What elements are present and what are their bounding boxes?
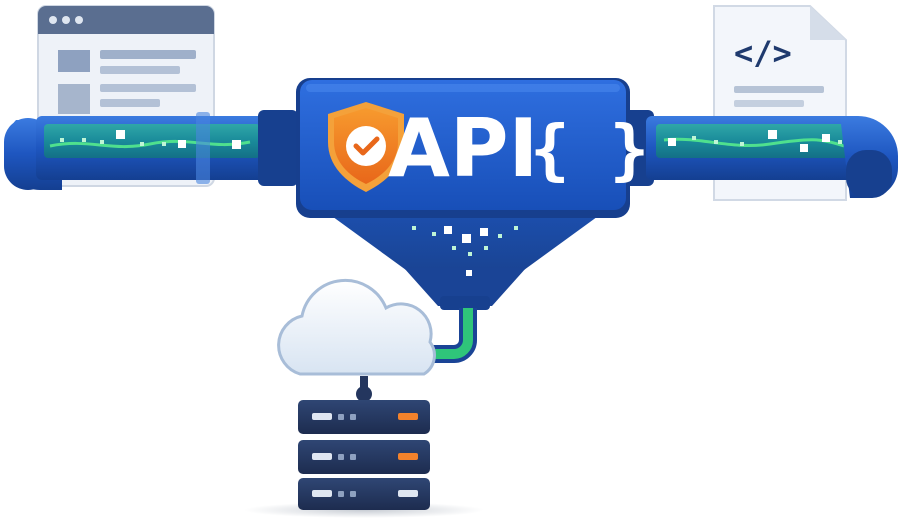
data-packet xyxy=(100,140,104,144)
data-packet xyxy=(692,136,696,140)
data-packet xyxy=(822,134,830,142)
data-packet xyxy=(60,138,64,142)
api-label: API xyxy=(388,102,538,195)
right-pipe xyxy=(612,110,898,198)
data-packet xyxy=(412,226,416,230)
server-unit xyxy=(298,478,430,510)
data-packet xyxy=(800,144,808,152)
data-packet xyxy=(668,138,676,146)
data-packet xyxy=(838,140,842,144)
data-packet xyxy=(462,234,471,243)
data-packet xyxy=(82,138,86,142)
server-unit xyxy=(298,400,430,434)
data-packet xyxy=(466,270,472,276)
data-packet xyxy=(178,140,186,148)
data-packet xyxy=(498,234,502,238)
server-connector xyxy=(356,376,372,402)
code-symbol: </> xyxy=(734,34,792,72)
data-packet xyxy=(480,228,488,236)
data-packet xyxy=(444,226,452,234)
data-packet xyxy=(162,142,166,146)
data-packet xyxy=(452,246,456,250)
cloud-icon xyxy=(277,278,436,376)
left-pipe xyxy=(4,110,298,190)
shield-check-icon xyxy=(328,102,404,192)
data-packet xyxy=(514,226,518,230)
data-packet xyxy=(484,246,488,250)
api-braces: { } xyxy=(530,111,649,188)
data-packet xyxy=(768,130,777,139)
data-packet xyxy=(468,252,472,256)
data-packet xyxy=(740,142,744,146)
data-packet xyxy=(714,140,718,144)
server-stack-icon xyxy=(244,400,484,518)
server-unit xyxy=(298,440,430,474)
api-hub: API { } xyxy=(296,78,649,218)
data-packet xyxy=(140,142,144,146)
data-packet xyxy=(232,140,241,149)
data-packet xyxy=(116,130,125,139)
data-packets xyxy=(60,130,842,276)
data-packet xyxy=(432,232,436,236)
data-connector xyxy=(426,308,477,363)
